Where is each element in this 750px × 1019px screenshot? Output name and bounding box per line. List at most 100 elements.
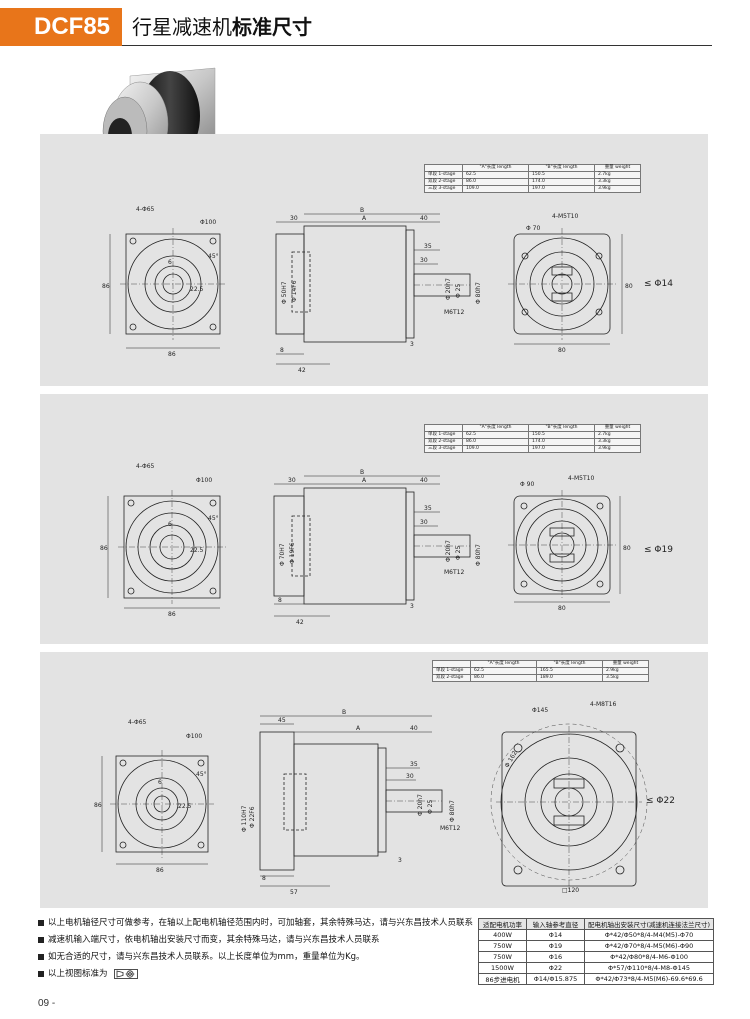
- cell: 150.5: [528, 431, 595, 439]
- cell: 109.0: [462, 185, 529, 193]
- cell: 150.5: [528, 171, 595, 179]
- p3-b: B: [342, 709, 346, 716]
- mini-header-row: "A"长度 length "B"长度 length 重量 weight: [432, 660, 649, 668]
- cell: 197.0: [528, 185, 595, 193]
- p1-l: Φ 20h7: [445, 278, 452, 300]
- cell: 3.9kg: [594, 185, 641, 193]
- cell: 3.9kg: [594, 445, 641, 453]
- p1-m: Φ 25: [455, 284, 462, 298]
- cell: Φ22: [526, 962, 585, 974]
- p2-six: 6: [168, 521, 172, 528]
- mini-h3: 重量 weight: [602, 660, 649, 668]
- cell: 86步进电机: [478, 973, 527, 985]
- p1-six: 6: [168, 259, 172, 266]
- mini-h1: "A"长度 length: [462, 424, 529, 432]
- cell: 174.0: [528, 178, 595, 186]
- p2-m: Φ 25: [455, 546, 462, 560]
- projection-symbol-icon: [114, 968, 139, 979]
- p2-rbottom: 80: [558, 605, 566, 612]
- p1-k: Φ 14F6: [291, 280, 298, 302]
- p1-rside: 80: [625, 283, 633, 290]
- p2-i: 42: [296, 619, 304, 626]
- p3-c: A: [356, 725, 361, 732]
- cell: 1500W: [478, 962, 527, 974]
- p1-holes: 4-Φ65: [136, 206, 155, 213]
- p1-rpcd: Φ 70: [526, 225, 540, 232]
- page-header: DCF85 行星减速机标准尺寸: [0, 8, 750, 46]
- cell: Φ19: [526, 940, 585, 952]
- note-text: 以上电机轴径尺寸可做参考，在轴以上配电机轴径范围内时，可加轴套，其余特殊马达，请…: [48, 918, 474, 928]
- cell: 165.5: [536, 667, 603, 675]
- p2-angle: 45°: [208, 515, 219, 522]
- p3-e: 35: [410, 761, 418, 768]
- p3-rside: □120: [562, 887, 579, 894]
- mini-h0: [432, 660, 471, 668]
- mini-header-row: "A"长度 length "B"长度 length 重量 weight: [424, 164, 641, 172]
- p1-g: 3: [410, 341, 414, 348]
- p3-j: Φ 110H7: [241, 805, 248, 832]
- cell: Φ*42/Φ80*8/4-M6-Φ100: [583, 951, 715, 963]
- bullet-square-icon: [38, 971, 44, 977]
- cell: 3.5kg: [602, 674, 649, 682]
- cell: 62.5: [470, 667, 537, 675]
- p2-side: 86: [100, 545, 108, 552]
- p3-n: Φ 80h7: [449, 800, 456, 822]
- p2-pcd: Φ100: [196, 477, 212, 484]
- cell: 3.3kg: [594, 438, 641, 446]
- p2-rpcd: Φ 90: [520, 481, 534, 488]
- cell: 750W: [478, 951, 527, 963]
- p3-a: 45: [278, 717, 286, 724]
- cell: 2.7kg: [594, 171, 641, 179]
- p1-c: A: [362, 215, 367, 222]
- p3-k: Φ 22F6: [249, 806, 256, 828]
- p1-d: 40: [420, 215, 428, 222]
- p1-angle: 45°: [208, 253, 219, 260]
- p1-pcd: Φ100: [200, 219, 216, 226]
- mini-h2: "B"长度 length: [528, 164, 595, 172]
- drawing-panel-2: 4-Φ65 Φ100 86 86 22.5 45° 6 30 B A 40 35…: [40, 394, 708, 644]
- p3-angle: 45°: [196, 771, 207, 778]
- cell: 3.3kg: [594, 178, 641, 186]
- cell: Φ14/Φ15.875: [526, 973, 585, 985]
- p2-holes: 4-Φ65: [136, 463, 155, 470]
- p3-rpcd: Φ145: [532, 707, 548, 714]
- p2-bottom: 86: [168, 611, 176, 618]
- mini-h2: "B"长度 length: [528, 424, 595, 432]
- p3-hub: 22.5: [178, 803, 192, 810]
- p3-pcd: Φ100: [186, 733, 202, 740]
- p2-k: Φ 19F6: [289, 542, 296, 564]
- p2-d: 40: [420, 477, 428, 484]
- cell: 197.0: [528, 445, 595, 453]
- p1-o: M6T12: [444, 309, 464, 316]
- p2-g: 3: [410, 603, 414, 610]
- spec-h0: 适配电机功率: [478, 918, 527, 930]
- p1-j: Φ 50H7: [281, 281, 288, 304]
- mini-h1: "A"长度 length: [462, 164, 529, 172]
- motor-spec-table: 适配电机功率 输入轴参考直径 配电机轴出安装尺寸(减速机连接法兰尺寸) 400W…: [478, 918, 715, 985]
- title-bold: 标准尺寸: [232, 15, 312, 39]
- p1-a: 30: [290, 215, 298, 222]
- mini-h3: 重量 weight: [594, 164, 641, 172]
- p2-shaft-label: ≤ Φ19: [644, 545, 673, 555]
- cell: 109.0: [462, 445, 529, 453]
- bullet-square-icon: [38, 920, 44, 926]
- drawing-svg-2: 4-Φ65 Φ100 86 86 22.5 45° 6 30 B A 40 35…: [100, 463, 631, 626]
- p1-n: Φ 80h7: [475, 282, 482, 304]
- model-badge: DCF85: [0, 8, 122, 46]
- cell: Φ14: [526, 929, 585, 941]
- p1-spec-mini: "A"长度 length "B"长度 length 重量 weight 单段 1…: [424, 164, 641, 193]
- drawing-svg-1: 4-Φ65 Φ100 86 86 22.5 45° 6 30 B A 40 35…: [102, 206, 633, 374]
- p3-bottom: 86: [156, 867, 164, 874]
- notes-list: 以上电机轴径尺寸可做参考，在轴以上配电机轴径范围内时，可加轴套，其余特殊马达，请…: [38, 915, 478, 983]
- spec-h1: 输入轴参考直径: [526, 918, 585, 930]
- p2-spec-mini: "A"长度 length "B"长度 length 重量 weight 单段 1…: [424, 424, 641, 453]
